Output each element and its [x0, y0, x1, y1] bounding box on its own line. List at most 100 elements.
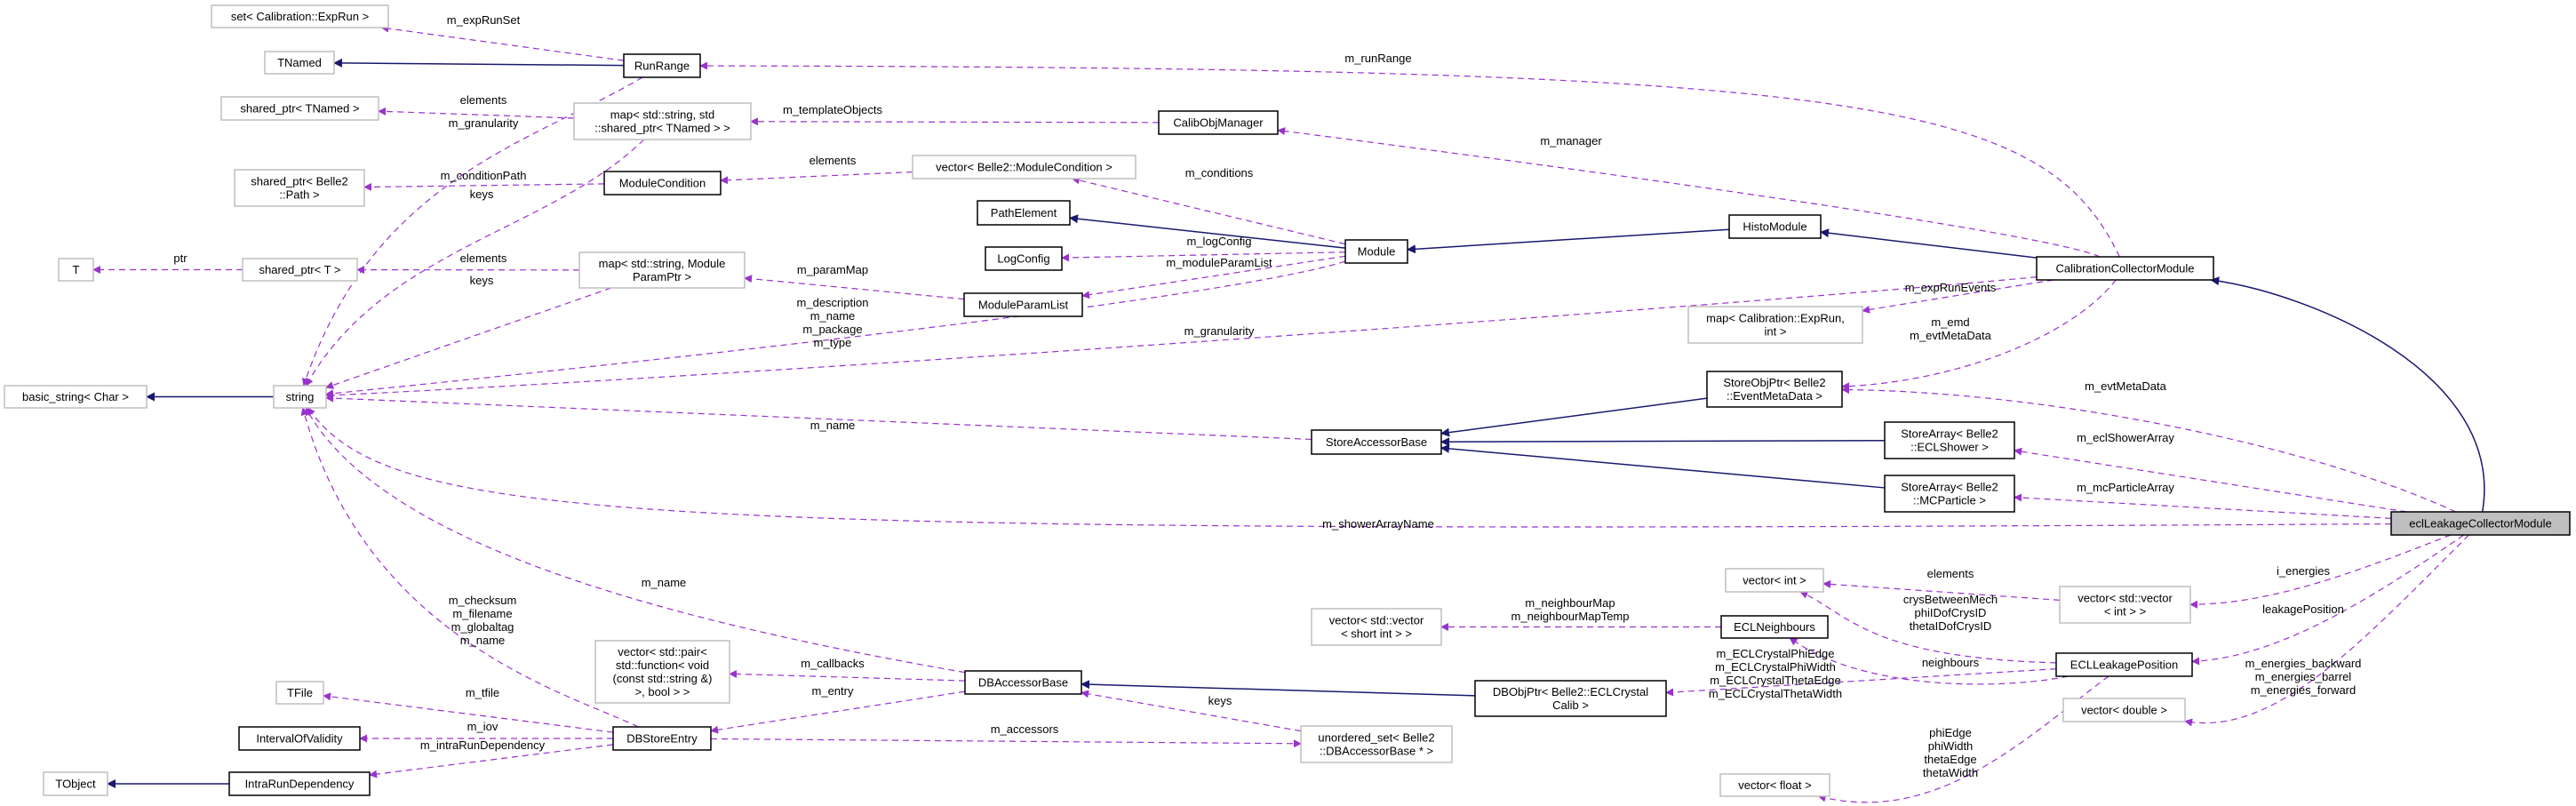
class-node-histomodule[interactable]: HistoModule	[1728, 214, 1822, 239]
edge-ecl-to-vec_vec_int	[2189, 534, 2452, 609]
class-node-tobject[interactable]: TObject	[43, 771, 108, 796]
node-label: ::MCParticle >	[1913, 494, 1986, 507]
class-node-runrange[interactable]: RunRange	[623, 53, 701, 78]
node-box	[1311, 429, 1442, 455]
edge-ccm-to-string	[325, 276, 2038, 400]
class-node-sa_shower[interactable]: StoreArray< Belle2::ECLShower >	[1884, 421, 2015, 459]
class-node-map_tnamed[interactable]: map< std::string, std::shared_ptr< TName…	[573, 102, 752, 140]
node-box	[58, 258, 94, 282]
node-label: ::shared_ptr< TNamed > >	[594, 122, 730, 135]
class-node-sp_tnamed[interactable]: shared_ptr< TNamed >	[220, 96, 379, 121]
class-node-intrarun[interactable]: IntraRunDependency	[228, 771, 371, 796]
edge-label: elements	[1927, 567, 1974, 580]
edge-moduleparamlist-to-map_param	[744, 275, 965, 300]
node-box	[573, 102, 752, 140]
edge-label: m_eclShowerArray	[2077, 431, 2174, 444]
edge-label: m_ECLCrystalPhiWidth	[1715, 660, 1836, 674]
edge-runrange-to-tnamed	[333, 58, 625, 68]
node-label: T	[73, 263, 80, 276]
node-box	[1687, 306, 1863, 344]
edge-ecl-to-ccm	[2210, 276, 2485, 513]
node-label: unordered_set< Belle2	[1318, 731, 1434, 745]
node-box	[623, 53, 701, 78]
edge-label: thetaEdge	[1924, 753, 1976, 766]
class-node-sa_mc[interactable]: StoreArray< Belle2::MCParticle >	[1884, 475, 2015, 513]
node-label: RunRange	[634, 60, 690, 73]
class-node-modulecondition[interactable]: ModuleCondition	[603, 171, 722, 196]
node-label: basic_string< Char >	[22, 390, 129, 403]
class-node-basic_string[interactable]: basic_string< Char >	[4, 385, 148, 409]
edge-calibobjmanager-to-map_tnamed	[750, 117, 1160, 126]
edge-ecl-to-string	[307, 407, 2392, 528]
node-label: DBAccessorBase	[978, 676, 1068, 690]
edge-label: m_accessors	[991, 722, 1059, 736]
class-node-iov[interactable]: IntervalOfValidity	[238, 726, 361, 751]
node-label: map< Calibration::ExpRun,	[1706, 312, 1845, 325]
edge-label: elements	[460, 93, 507, 107]
class-node-tfile[interactable]: TFile	[275, 681, 324, 705]
class-node-pathelement[interactable]: PathElement	[977, 200, 1071, 226]
class-node-module[interactable]: Module	[1344, 239, 1408, 264]
node-label: StoreArray< Belle2	[1901, 427, 1998, 441]
edge-label: m_conditions	[1185, 166, 1254, 180]
class-node-vec_float[interactable]: vector< float >	[1719, 773, 1830, 797]
edge-module-to-pathelement	[1069, 214, 1346, 249]
node-label: eclLeakageCollectorModule	[2409, 517, 2551, 531]
node-box	[1344, 239, 1408, 264]
class-node-ecl_leakpos[interactable]: ECLLeakagePosition	[2055, 652, 2193, 677]
edge-label: leakagePosition	[2262, 603, 2344, 616]
node-box	[594, 640, 730, 704]
node-box	[977, 200, 1071, 226]
node-label: vector< int >	[1743, 574, 1806, 587]
node-label: ECLLeakagePosition	[2070, 658, 2178, 672]
edge-ecl-to-ecl_leakpos	[2191, 534, 2465, 666]
class-node-set_exprun[interactable]: set< Calibration::ExpRun >	[211, 4, 389, 28]
class-node-eclneighbours[interactable]: ECLNeighbours	[1720, 615, 1829, 639]
edge-module-to-logconfig	[1061, 251, 1346, 262]
class-node-vec_vec_short[interactable]: vector< std::vector< short int > >	[1311, 608, 1442, 646]
edge-modulecondition-to-sp_path	[363, 182, 605, 191]
class-node-map_exprun[interactable]: map< Calibration::ExpRun,int >	[1687, 306, 1863, 344]
class-node-sp_path[interactable]: shared_ptr< Belle2::Path >	[234, 169, 365, 207]
edge-label: m_filename	[452, 607, 512, 620]
edge-ecl_leakpos-to-dbobjptr	[1665, 668, 2057, 697]
class-node-vec_double[interactable]: vector< double >	[2062, 698, 2186, 722]
edge-label: elements	[809, 154, 857, 167]
class-node-vec_int[interactable]: vector< int >	[1725, 568, 1824, 593]
edge-label: m_conditionPath	[441, 169, 527, 182]
class-node-moduleparamlist[interactable]: ModuleParamList	[963, 292, 1083, 317]
edge-ecl_leakpos-to-vec_float	[1817, 675, 2109, 803]
class-node-tnamed[interactable]: TNamed	[264, 51, 335, 75]
node-label: StoreObjPtr< Belle2	[1723, 376, 1825, 389]
class-node-dbaccessorbase[interactable]: DBAccessorBase	[964, 670, 1082, 695]
class-node-vec_modcond[interactable]: vector< Belle2::ModuleCondition >	[912, 155, 1136, 180]
class-node-unordered_set[interactable]: unordered_set< Belle2::DBAccessorBase * …	[1300, 725, 1453, 763]
node-box	[2390, 511, 2571, 536]
edge-dbstoreentry-to-tfile	[323, 692, 614, 733]
node-label: LogConfig	[997, 252, 1049, 266]
edge-map_param-to-string	[325, 287, 612, 389]
class-node-vec_pair[interactable]: vector< std::pair<std::function< void(co…	[594, 640, 730, 704]
edge-label: neighbours	[1922, 656, 1980, 669]
node-label: map< std::string, std	[610, 108, 714, 122]
class-node-sp_t[interactable]: shared_ptr< T >	[242, 258, 358, 282]
edge-ccm-to-calibobjmanager	[1277, 127, 2101, 258]
edge-dbaccessorbase-to-dbstoreentry	[710, 690, 966, 734]
class-node-string[interactable]: string	[273, 385, 327, 409]
class-node-vec_vec_int[interactable]: vector< std::vector< int > >	[2059, 586, 2191, 624]
class-node-storeaccessorbase[interactable]: StoreAccessorBase	[1311, 429, 1442, 455]
edge-label: m_logConfig	[1187, 235, 1252, 248]
node-label: PathElement	[991, 206, 1057, 219]
class-node-ccm[interactable]: CalibrationCollectorModule	[2036, 256, 2214, 281]
class-node-ecl[interactable]: eclLeakageCollectorModule	[2390, 511, 2571, 536]
class-node-logconfig[interactable]: LogConfig	[985, 246, 1063, 271]
class-node-storeobjptr[interactable]: StoreObjPtr< Belle2::EventMetaData >	[1706, 371, 1843, 408]
class-node-t[interactable]: T	[58, 258, 94, 282]
node-box	[1884, 475, 2015, 513]
node-box	[1884, 421, 2015, 459]
class-node-dbstoreentry[interactable]: DBStoreEntry	[612, 726, 712, 751]
edge-ecl_leakpos-to-vec_int	[1799, 591, 2057, 664]
class-node-calibobjmanager[interactable]: CalibObjManager	[1158, 110, 1279, 135]
